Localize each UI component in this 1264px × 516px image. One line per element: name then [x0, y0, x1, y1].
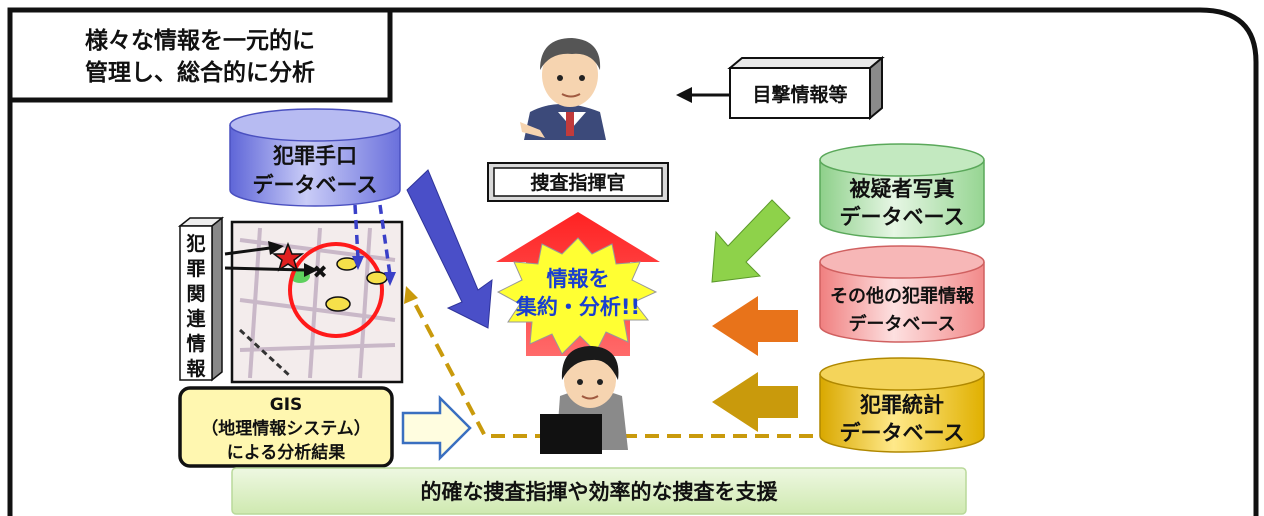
crime-stats-database: 犯罪統計 データベース — [819, 357, 985, 453]
photo-db-arrow — [711, 199, 791, 283]
related-info-char-6: 報 — [186, 357, 206, 380]
svg-text:✖: ✖ — [312, 262, 327, 283]
other-crime-db-line-2: データベース — [848, 313, 955, 335]
gis-line-3: による分析結果 — [227, 442, 346, 463]
related-info-box: 犯 罪 関 連 情 報 — [177, 216, 225, 382]
title-box: 様々な情報を一元的に 管理し、総合的に分析 — [7, 7, 393, 103]
stats-db-arrow — [712, 372, 798, 432]
bottom-banner-text: 的確な捜査指揮や効率的な捜査を支援 — [421, 480, 779, 504]
commander-figure — [520, 38, 606, 140]
suspect-photo-db-line-1: 被疑者写真 — [850, 177, 955, 201]
title-line-1: 様々な情報を一元的に — [85, 27, 315, 54]
crime-stats-db-line-2: データベース — [840, 421, 965, 445]
crime-method-db-line-2: データベース — [253, 173, 378, 197]
suspect-photo-db-line-2: データベース — [840, 205, 965, 229]
commander-label: 捜査指揮官 — [530, 171, 625, 194]
gis-arrow — [401, 394, 472, 462]
witness-info-box: 目撃情報等 — [727, 55, 885, 121]
bottom-banner: 的確な捜査指揮や効率的な捜査を支援 — [231, 467, 967, 515]
suspect-photo-database: 被疑者写真 データベース — [819, 143, 985, 239]
related-info-char-4: 連 — [186, 307, 206, 330]
center-burst-line-1: 情報を — [547, 267, 610, 291]
other-crime-database: その他の犯罪情報 データベース — [819, 245, 985, 343]
crime-method-db-line-1: 犯罪手口 — [272, 144, 357, 168]
method-db-to-center-arrow — [406, 169, 493, 329]
title-line-2: 管理し、総合的に分析 — [85, 59, 315, 86]
related-info-char-3: 関 — [186, 283, 205, 305]
gis-line-2: （地理情報システム） — [201, 418, 371, 439]
commander-label-box: 捜査指揮官 — [487, 162, 669, 202]
witness-arrow — [676, 87, 730, 103]
center-burst-line-2: 集約・分析!! — [515, 295, 640, 319]
crime-stats-db-line-1: 犯罪統計 — [859, 393, 944, 417]
stats-dashed-path — [410, 297, 835, 438]
gis-line-1: GIS — [270, 395, 303, 415]
crime-map: ✖ — [224, 220, 404, 384]
gis-box: GIS （地理情報システム） による分析結果 — [178, 386, 394, 468]
method-db-dashed-arrows — [353, 204, 392, 276]
crime-method-database: 犯罪手口 データベース — [229, 108, 401, 207]
related-info-char-1: 犯 — [185, 232, 205, 255]
witness-info-label: 目撃情報等 — [752, 83, 847, 106]
analyst-figure — [540, 346, 628, 454]
related-info-char-5: 情 — [186, 332, 205, 355]
other-db-arrow — [712, 296, 798, 356]
related-info-char-2: 罪 — [186, 258, 205, 280]
other-crime-db-line-1: その他の犯罪情報 — [830, 285, 975, 307]
center-burst — [496, 237, 658, 355]
